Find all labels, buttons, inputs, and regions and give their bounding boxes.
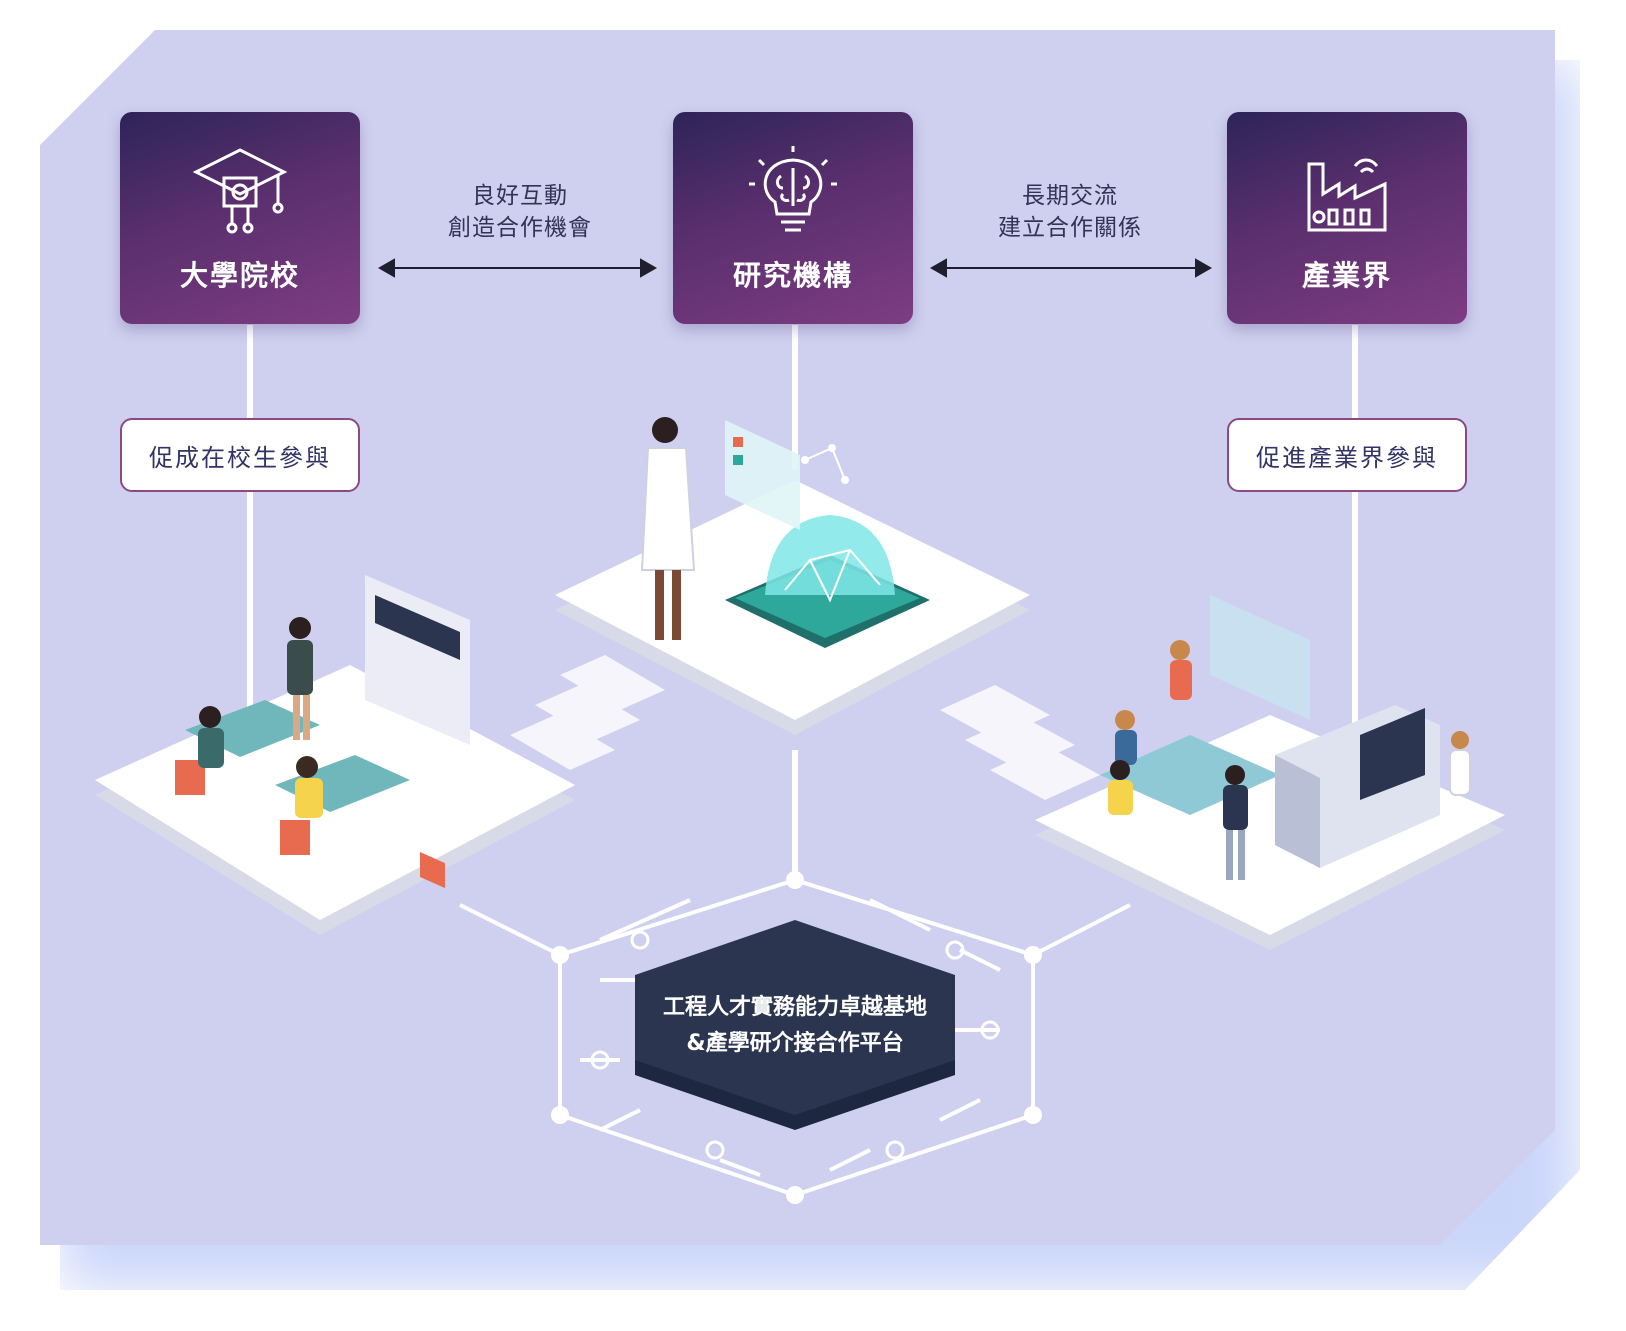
research-title: 研究機構 — [732, 259, 853, 292]
arrows — [377, 258, 1213, 278]
university-card: 大學院校 — [120, 112, 360, 324]
factory-icon — [1307, 158, 1387, 232]
hub-label: 工程人才實務能力卓越基地 &產學研介接合作平台 — [630, 990, 960, 1062]
circuit-nodes — [551, 871, 1042, 1204]
research-industry-label-line1: 長期交流 — [1022, 183, 1118, 209]
industry-title: 產業界 — [1301, 259, 1392, 292]
students-pill: 促成在校生參與 — [120, 418, 360, 492]
research-industry-label: 長期交流 建立合作關係 — [940, 180, 1200, 244]
research-card: 研究機構 — [673, 112, 913, 324]
industry-card: 產業界 — [1227, 112, 1467, 324]
research-platform — [555, 417, 1030, 735]
hub-label-line1: 工程人才實務能力卓越基地 — [662, 995, 927, 1020]
graduation-cap-chip-icon — [192, 148, 288, 234]
classroom-platform — [95, 575, 575, 935]
uni-research-label-line1: 良好互動 — [472, 183, 568, 209]
university-title: 大學院校 — [179, 259, 300, 292]
brain-lightbulb-icon — [749, 146, 837, 232]
industry-platform — [1035, 595, 1505, 950]
hub-hexagon — [635, 920, 955, 1130]
research-industry-label-line2: 建立合作關係 — [998, 215, 1142, 241]
hub-label-line2: &產學研介接合作平台 — [686, 1031, 904, 1056]
step-tiles — [510, 655, 1100, 800]
circuit-pads — [590, 930, 1000, 1160]
connector-lines — [247, 325, 1358, 880]
uni-research-label-line2: 創造合作機會 — [448, 215, 592, 241]
uni-research-label: 良好互動 創造合作機會 — [390, 180, 650, 244]
industry-pill: 促進產業界參與 — [1227, 418, 1467, 492]
